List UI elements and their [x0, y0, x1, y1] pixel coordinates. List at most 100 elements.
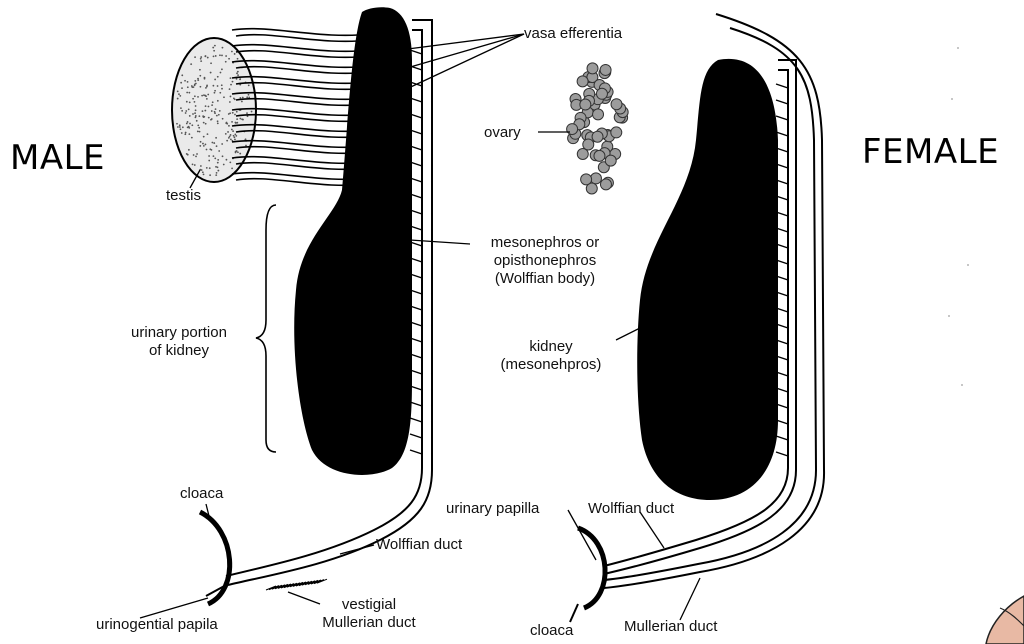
- paper-speck: [967, 264, 969, 266]
- testis-stipple: [225, 55, 227, 57]
- testis-stipple: [215, 166, 217, 168]
- testis-stipple: [251, 111, 253, 113]
- male-label: MALE: [10, 138, 105, 178]
- testis-stipple: [191, 85, 193, 87]
- testis-stipple: [181, 110, 183, 112]
- testis-stipple: [222, 118, 224, 120]
- testis-stipple: [197, 131, 199, 133]
- ovary-follicle: [596, 88, 607, 99]
- urinary-portion-bracket: [256, 205, 276, 452]
- kidney-label: kidney (mesonehpros): [476, 338, 626, 374]
- testis-stipple: [217, 170, 219, 172]
- testis-stipple: [200, 141, 202, 143]
- testis-stipple: [208, 155, 210, 157]
- testis-stipple: [215, 137, 217, 139]
- testis-stipple: [177, 126, 179, 128]
- ovary-follicle: [605, 155, 616, 166]
- testis-stipple: [220, 72, 222, 74]
- paper-speck: [957, 47, 959, 49]
- testis-stipple: [213, 50, 215, 52]
- testis-stipple: [239, 78, 241, 80]
- testis-stipple: [231, 121, 233, 123]
- testis-stipple: [236, 111, 238, 113]
- ovary-follicle: [593, 109, 604, 120]
- male-duct-rung: [410, 402, 422, 406]
- testis-stipple: [206, 167, 208, 169]
- testis-stipple: [188, 127, 190, 129]
- wolffian-duct-male-label: Wolffian duct: [376, 536, 462, 554]
- testis-stipple: [203, 122, 205, 124]
- vestigial-mullerian-label: vestigial Mullerian duct: [294, 596, 444, 632]
- cloaca-female: [578, 528, 605, 608]
- testis-stipple: [192, 113, 194, 115]
- testis-stipple: [203, 116, 205, 118]
- testis-stipple: [216, 115, 218, 117]
- testis-stipple: [231, 51, 233, 53]
- testis-stipple: [202, 171, 204, 173]
- testis-stipple: [200, 56, 202, 58]
- testis-stipple: [195, 156, 197, 158]
- urinary-papilla-label: urinary papilla: [446, 500, 539, 518]
- testis-stipple: [186, 123, 188, 125]
- leader-papila: [140, 598, 208, 618]
- female-mesonephros-body: [637, 59, 778, 500]
- testis-stipple: [205, 144, 207, 146]
- testis-stipple: [205, 87, 207, 89]
- testis-stipple: [207, 94, 209, 96]
- male-duct-rung: [410, 434, 422, 438]
- female-duct-rung: [776, 436, 788, 440]
- testis-stipple: [237, 58, 239, 60]
- cloaca-male-label: cloaca: [180, 485, 223, 503]
- male-mesonephros-body: [294, 7, 412, 475]
- testis-stipple: [180, 82, 182, 84]
- testis-stipple: [189, 101, 191, 103]
- testis-stipple: [194, 85, 196, 87]
- female-duct-rung: [776, 452, 788, 456]
- testis-stipple: [197, 78, 199, 80]
- leader-vasa: [400, 34, 524, 92]
- ovary-follicle: [611, 99, 622, 110]
- testis-stipple: [223, 96, 225, 98]
- testis-stipple: [235, 151, 237, 153]
- testis-stipple: [194, 112, 196, 114]
- urinary-portion-label: urinary portion of kidney: [104, 324, 254, 360]
- testis-stipple: [235, 135, 237, 137]
- testis-stipple: [188, 92, 190, 94]
- testis-stipple: [226, 159, 228, 161]
- testis-stipple: [181, 132, 183, 134]
- testis-stipple: [230, 134, 232, 136]
- testis-stipple: [230, 96, 232, 98]
- testis-stipple: [219, 110, 221, 112]
- testis-stipple: [225, 133, 227, 135]
- male-glomerulus: [308, 209, 316, 217]
- female-duct-rung: [776, 132, 788, 136]
- testis-stipple: [204, 55, 206, 57]
- testis-stipple: [206, 98, 208, 100]
- ovary-follicle: [577, 76, 588, 87]
- testis-stipple: [200, 165, 202, 167]
- ovary-follicle: [581, 174, 592, 185]
- testis-stipple: [229, 112, 231, 114]
- testis-stipple: [217, 123, 219, 125]
- testis-stipple: [181, 74, 183, 76]
- testis-stipple: [187, 121, 189, 123]
- testis-stipple: [194, 80, 196, 82]
- testis-stipple: [204, 110, 206, 112]
- testis-stipple: [200, 86, 202, 88]
- testis-stipple: [241, 118, 243, 120]
- ovary-follicle: [583, 139, 594, 150]
- testis-stipple: [182, 126, 184, 128]
- testis-stipple: [176, 123, 178, 125]
- testis-stipple: [201, 95, 203, 97]
- testis-stipple: [177, 90, 179, 92]
- leader-mesonephros: [410, 240, 470, 244]
- ovary-follicle: [594, 150, 605, 161]
- testis-stipple: [206, 84, 208, 86]
- testis-stipple: [234, 53, 236, 55]
- testis-stipple: [188, 133, 190, 135]
- ovary-follicle: [567, 124, 578, 135]
- testis-stipple: [231, 167, 233, 169]
- testis-stipple: [207, 133, 209, 135]
